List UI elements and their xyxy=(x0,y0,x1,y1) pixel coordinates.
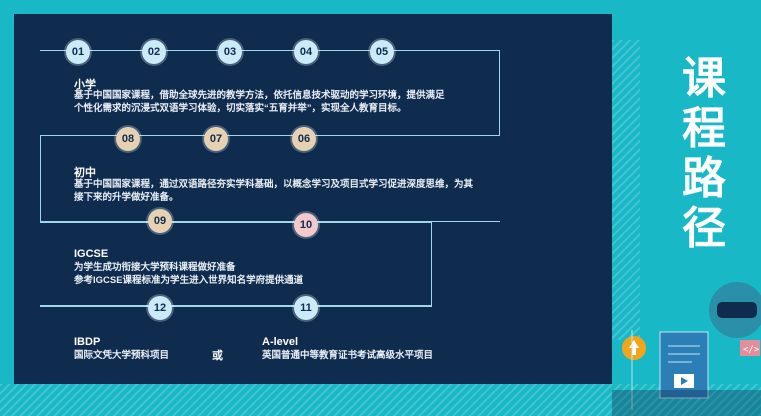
hatch-band-top xyxy=(612,40,640,340)
alevel-line: 英国普通中等教育证书考试高级水平项目 xyxy=(262,350,434,361)
document-icon xyxy=(659,331,709,399)
middle-line-2: 接下来的升学做好准备。 xyxy=(74,192,179,203)
node-12: 12 xyxy=(148,296,172,320)
node-11: 11 xyxy=(294,296,318,320)
middle-title: 初中 xyxy=(74,167,96,179)
svg-text:</>: </> xyxy=(743,345,760,355)
path-row1 xyxy=(40,50,500,136)
ibdp-title: IBDP xyxy=(74,336,101,348)
side-title-char-1: 课 xyxy=(682,53,726,104)
node-05: 05 xyxy=(370,40,394,64)
path-row2 xyxy=(40,136,500,222)
curriculum-panel xyxy=(14,14,612,384)
igcse-line-1: 为学生成功衔接大学预科课程做好准备 xyxy=(74,262,236,273)
alevel-title: A-level xyxy=(262,336,299,348)
node-03: 03 xyxy=(218,40,242,64)
side-title-char-3: 路 xyxy=(682,153,726,204)
primary-title: 小学 xyxy=(74,79,96,91)
node-01: 01 xyxy=(66,40,90,64)
or-label: 或 xyxy=(212,350,223,362)
side-title-char-4: 径 xyxy=(682,203,726,254)
node-04: 04 xyxy=(294,40,318,64)
node-08: 08 xyxy=(116,127,140,151)
code-icon xyxy=(740,340,760,356)
primary-line-1: 基于中国国家课程，借助全球先进的教学方法，依托信息技术驱动的学习环境，提供满足 xyxy=(74,90,445,101)
node-02: 02 xyxy=(142,40,166,64)
igcse-title: IGCSE xyxy=(74,248,109,260)
primary-line-2: 个性化需求的沉浸式双语学习体验，切实落实“五育并举”，实现全人教育目标。 xyxy=(74,103,407,114)
side-title-char-2: 程 xyxy=(682,103,726,154)
node-06: 06 xyxy=(292,127,316,151)
igcse-line-2: 参考IGCSE课程标准为学生进入世界知名学府提供通道 xyxy=(74,275,304,286)
path-row4 xyxy=(40,306,432,308)
node-09: 09 xyxy=(148,209,172,233)
node-07: 07 xyxy=(204,127,228,151)
vr-headset-icon xyxy=(717,302,757,318)
node-10: 10 xyxy=(294,213,318,237)
education-illustration: </> xyxy=(612,282,761,416)
middle-line-1: 基于中国国家课程，通过双语路径夯实学科基础，以概念学习及项目式学习促进深度思维，… xyxy=(74,179,474,190)
hatch-band-bottom xyxy=(0,384,761,416)
path-row3 xyxy=(40,222,432,306)
ibdp-line: 国际文凭大学预科项目 xyxy=(74,350,170,361)
side-title: 课 程 路 径 xyxy=(680,54,728,254)
